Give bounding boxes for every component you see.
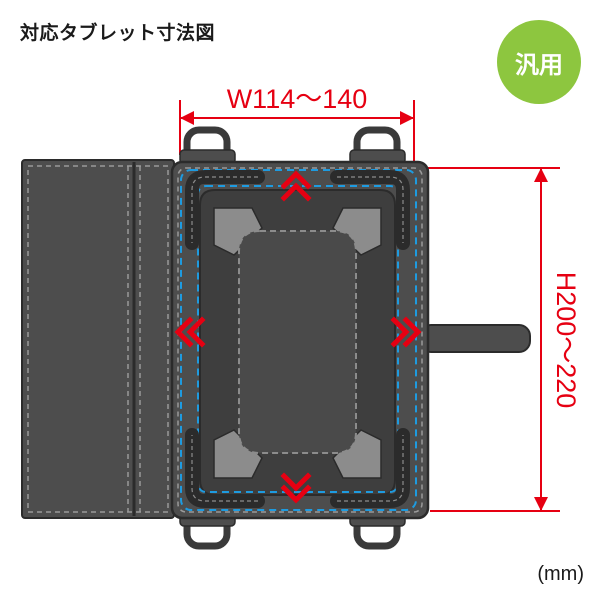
unit-label: (mm) bbox=[537, 563, 584, 585]
width-dimension: W114〜140 bbox=[179, 84, 415, 162]
height-label: H200〜220 bbox=[551, 272, 581, 409]
corner-straps-stitch bbox=[191, 176, 404, 502]
corner-grip bbox=[213, 207, 382, 479]
height-dimension: H200〜220 bbox=[415, 167, 581, 512]
double-chevron-arrow-icon bbox=[174, 170, 422, 504]
tablet-holder bbox=[199, 189, 396, 496]
closure-strap bbox=[419, 324, 531, 353]
case-cover-flap bbox=[21, 159, 175, 519]
page-title: 対応タブレット寸法図 bbox=[20, 22, 216, 44]
width-label: W114〜140 bbox=[227, 84, 368, 114]
universal-badge: 汎用 bbox=[497, 20, 581, 104]
